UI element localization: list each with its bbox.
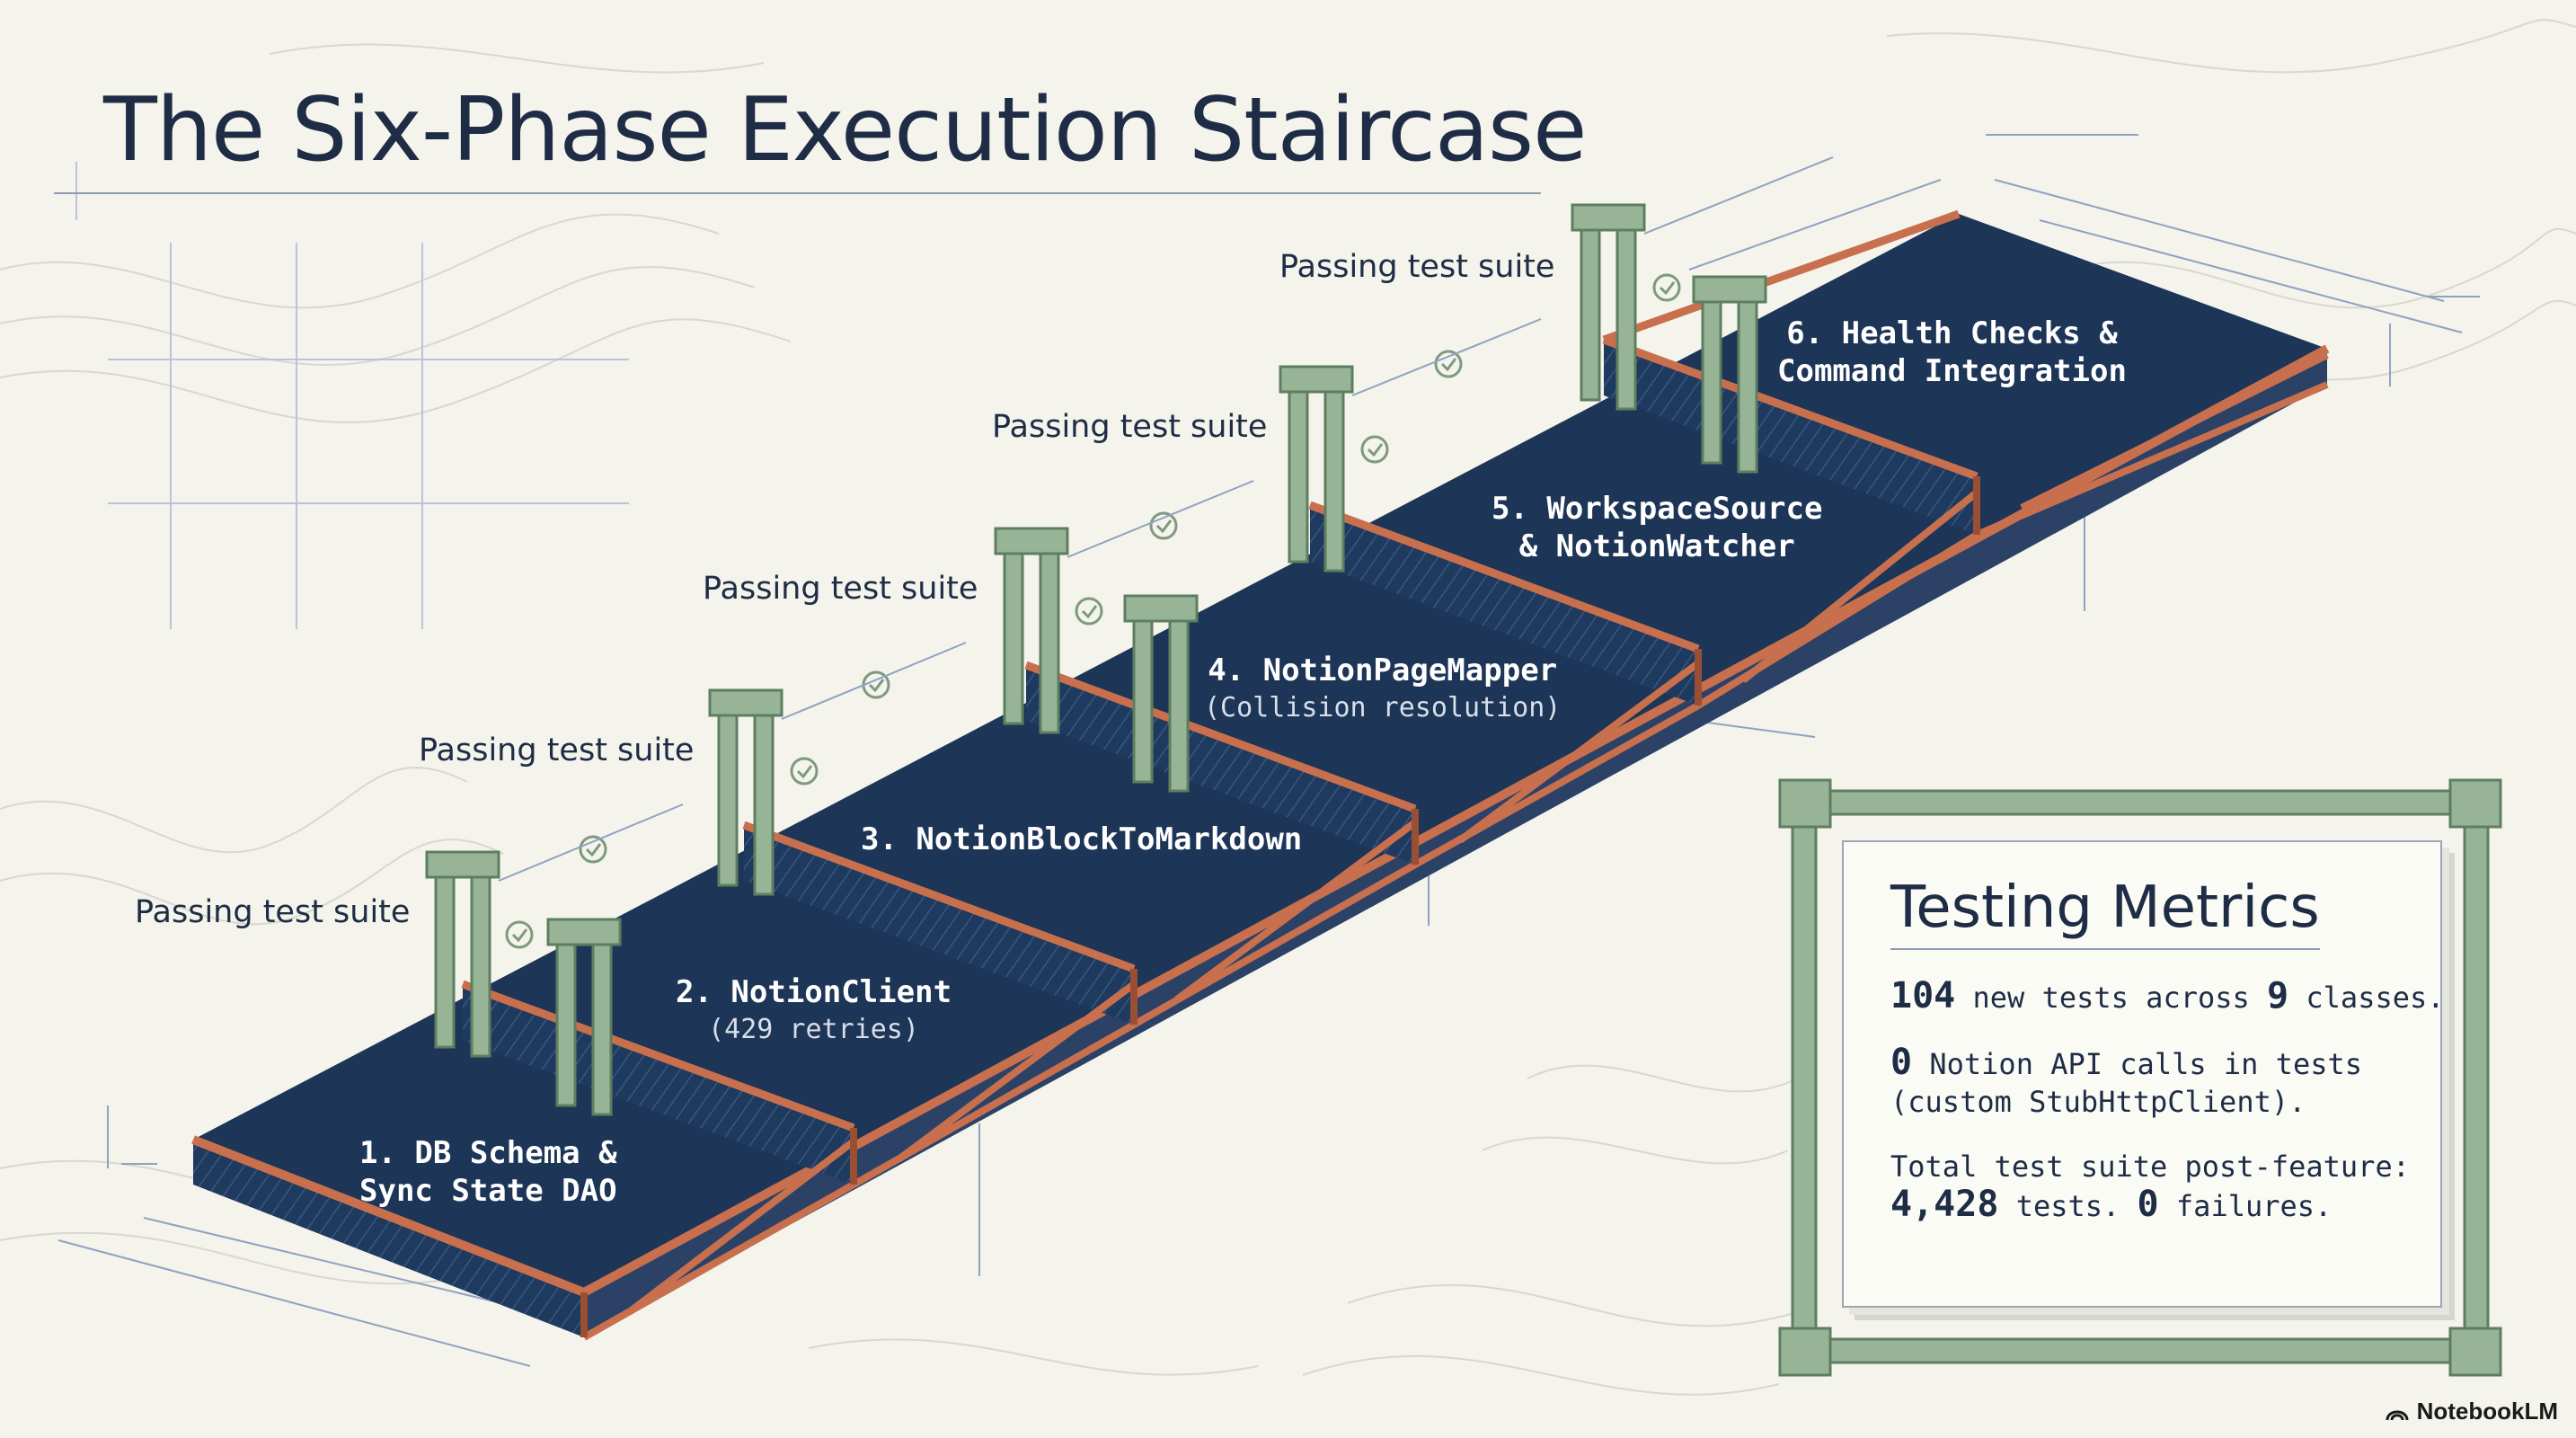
phase-4-sub: (Collision resolution)	[1204, 692, 1562, 723]
notebooklm-logo-icon	[2386, 1410, 2409, 1420]
phase-2-label: 2. NotionClient (429 retries)	[676, 973, 952, 1049]
metric-new-tests-count: 104	[1890, 975, 1956, 1016]
phase-1-line2: Sync State DAO	[359, 1173, 617, 1209]
metric-total-tests-text: tests.	[1998, 1189, 2138, 1223]
metric-total-tests-count: 4,428	[1890, 1184, 1999, 1225]
gate-1	[425, 850, 622, 1116]
testing-metrics-card: Testing Metrics 104 new tests across 9 c…	[1842, 840, 2445, 1308]
check-icon	[1434, 350, 1463, 378]
gate-4	[1279, 365, 1354, 573]
brand-name: NotebookLM	[2416, 1398, 2558, 1425]
leader-lines	[498, 156, 1942, 882]
test-gates	[425, 203, 1767, 1116]
metrics-title: Testing Metrics	[1890, 874, 2320, 950]
phase-3-name: 3. NotionBlockToMarkdown	[861, 821, 1303, 857]
check-icon	[1075, 597, 1103, 626]
gate-3-label: Passing test suite	[703, 571, 978, 607]
gate-1-label: Passing test suite	[135, 894, 411, 930]
phase-1-name: 1. DB Schema &	[359, 1135, 617, 1171]
metric-new-tests: 104 new tests across 9 classes.	[1890, 975, 2445, 1016]
metric-total-suite-label: Total test suite post-feature:	[1890, 1150, 2410, 1184]
check-icon	[505, 920, 534, 949]
staircase	[191, 209, 2330, 1341]
gate-5	[1571, 203, 1767, 474]
check-markers	[505, 273, 1681, 949]
metric-api-calls-note: (custom StubHttpClient).	[1890, 1085, 2306, 1119]
metric-failures-text: failures.	[2158, 1189, 2333, 1223]
truss-posts	[580, 476, 1980, 1337]
metrics-frame	[1778, 778, 2502, 1377]
phase-6-label: 6. Health Checks & Command Integration	[1777, 315, 2127, 390]
gate-5-label: Passing test suite	[1279, 249, 1555, 285]
phase-2-sub: (429 retries)	[708, 1014, 919, 1045]
phase-5-name: 5. WorkspaceSource	[1492, 491, 1823, 527]
gate-3	[994, 527, 1199, 793]
page-title: The Six-Phase Execution Staircase	[103, 79, 1587, 182]
metric-new-tests-text-a: new tests across	[1955, 981, 2268, 1015]
phase-6-line2: Command Integration	[1777, 353, 2127, 389]
phase-3-label: 3. NotionBlockToMarkdown	[861, 821, 1302, 858]
step-edges	[461, 209, 1978, 1132]
phase-5-label: 5. WorkspaceSource & NotionWatcher	[1492, 490, 1822, 565]
phase-2-name: 2. NotionClient	[676, 974, 952, 1010]
check-icon	[790, 757, 819, 786]
metric-api-calls-text: Notion API calls in tests	[1912, 1047, 2362, 1081]
metric-classes-count: 9	[2267, 975, 2289, 1016]
deck-front-side	[193, 1140, 584, 1337]
step-risers	[463, 340, 1977, 1185]
check-icon	[579, 835, 607, 864]
phase-6-name: 6. Health Checks &	[1786, 315, 2118, 351]
metric-total-suite: Total test suite post-feature: 4,428 tes…	[1890, 1148, 2410, 1225]
phase-4-label: 4. NotionPageMapper (Collision resolutio…	[1204, 652, 1561, 727]
blueprint-grid	[75, 162, 629, 629]
metric-new-tests-text-b: classes.	[2288, 981, 2445, 1015]
metric-api-calls-count: 0	[1890, 1042, 1913, 1083]
metric-failures-count: 0	[2137, 1184, 2159, 1225]
check-marks	[511, 281, 1676, 943]
check-icon	[1360, 435, 1389, 464]
title-underline	[54, 192, 1541, 194]
truss	[582, 351, 2329, 1341]
gate-2-label: Passing test suite	[419, 732, 695, 768]
metric-api-calls: 0 Notion API calls in tests (custom Stub…	[1890, 1043, 2394, 1121]
gate-2	[708, 688, 783, 896]
phase-1-label: 1. DB Schema & Sync State DAO	[359, 1134, 617, 1210]
brand-watermark: NotebookLM	[2385, 1398, 2558, 1425]
phase-4-name: 4. NotionPageMapper	[1208, 652, 1558, 688]
phase-5-line2: & NotionWatcher	[1518, 528, 1795, 564]
check-icon	[1652, 273, 1681, 302]
gate-4-label: Passing test suite	[992, 409, 1268, 445]
